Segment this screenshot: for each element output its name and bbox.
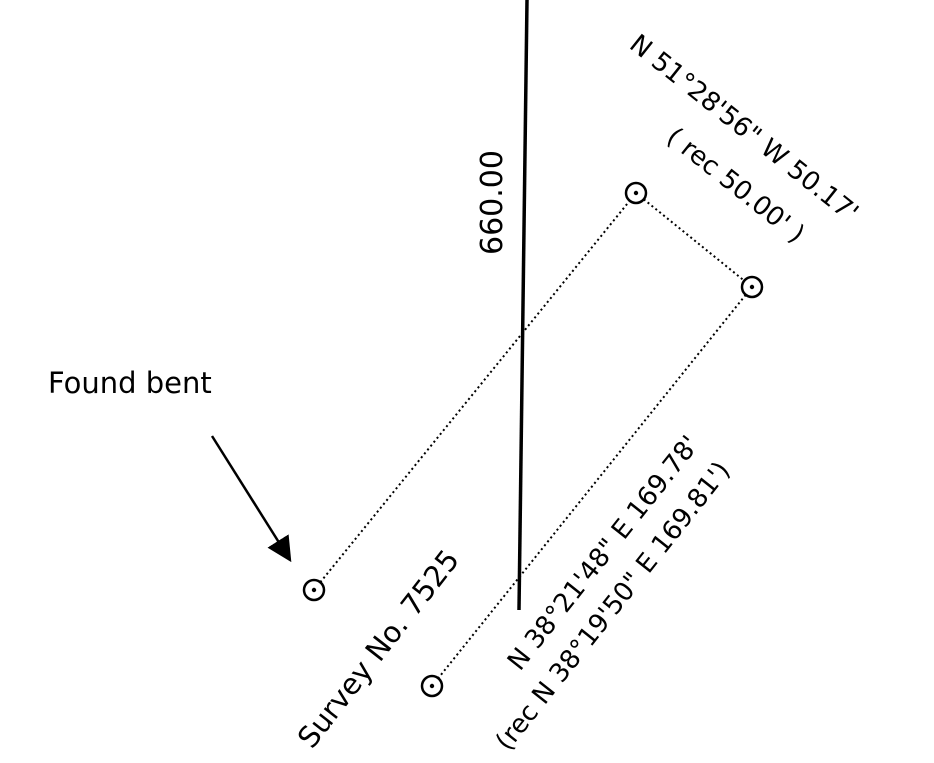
parcel-boundary: [313, 192, 753, 687]
boundary-line-northwest: [313, 192, 637, 591]
monument-marker-east: [740, 275, 764, 299]
section-line: [517, 0, 529, 611]
boundary-line-southeast: [431, 286, 753, 687]
survey-number-label: Survey No. 7525: [291, 543, 466, 754]
bearing-northeast-record-label: (rec N 38°19'50" E 169.81'): [490, 456, 737, 756]
boundary-line-northeast: [635, 192, 753, 288]
leader-arrow: [210, 435, 292, 563]
monument-marker-found-bent: [302, 578, 326, 602]
line-length-label: 660.00: [475, 150, 510, 255]
found-bent-label: Found bent: [48, 366, 212, 400]
monument-marker-south: [420, 674, 444, 698]
monument-marker-north: [624, 181, 648, 205]
